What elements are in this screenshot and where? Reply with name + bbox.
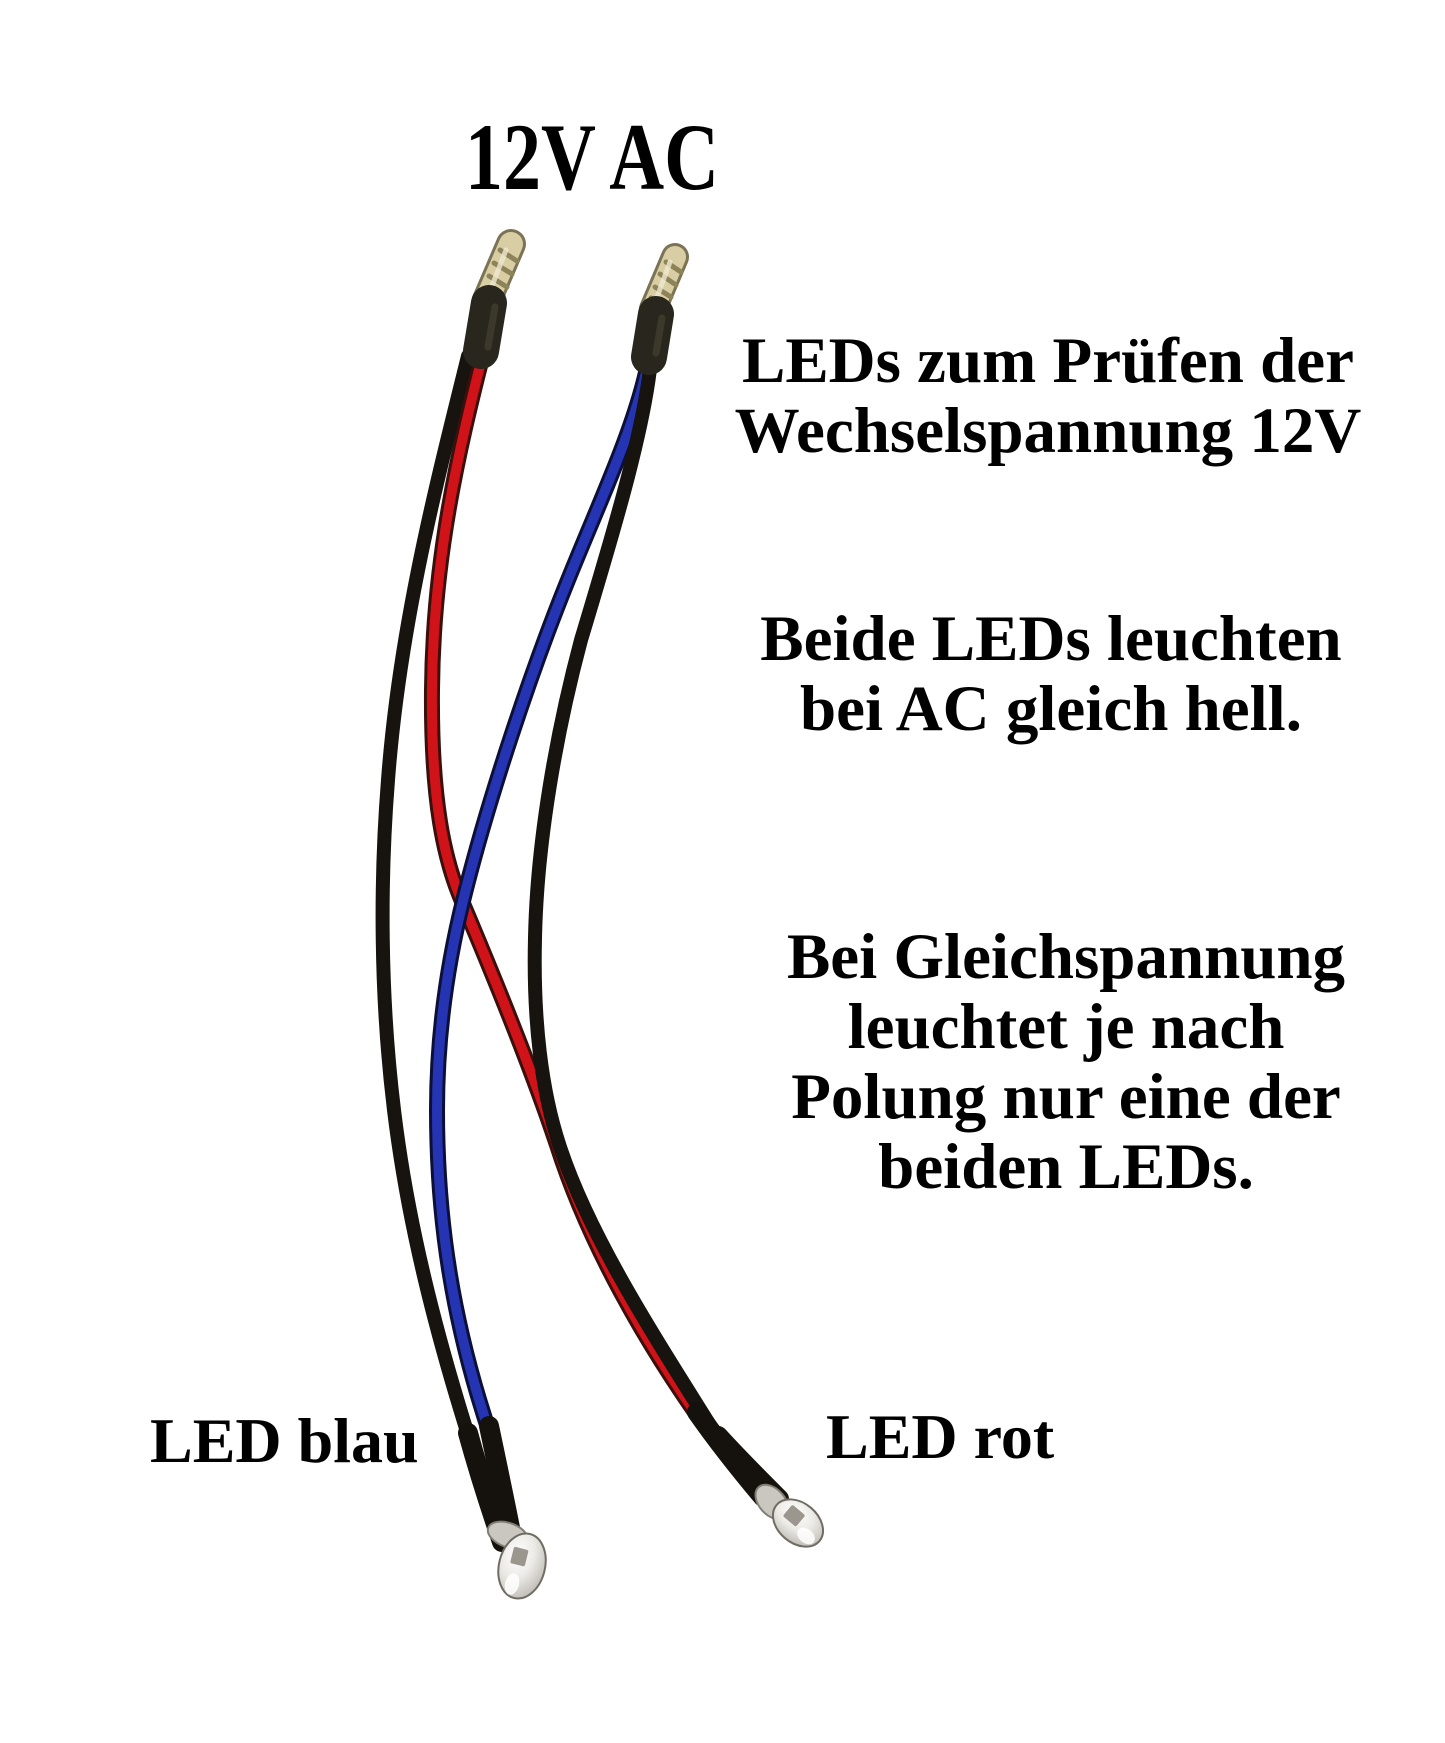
annotation-dc-behavior: Bei Gleichspannung leuchtet je nach Polu… [787,922,1345,1202]
annotation-line: LEDs zum Prüfen der [741,325,1355,397]
page-title: 12V AC [433,110,751,205]
wire-black-right [527,353,725,1445]
left-tip-highlight [487,247,509,294]
annotation-ac-behavior: Beide LEDs leuchten bei AC gleich hell. [760,604,1341,744]
annotation-line: bei AC gleich hell. [800,673,1302,745]
red-led-die [783,1505,805,1527]
annotation-line: Wechselspannung 12V [734,395,1362,467]
annotation-line: Beide LEDs leuchten [760,603,1342,675]
left-heat-shrink-sheen [484,303,499,351]
wire-blue [431,363,652,1442]
wire-black-left [375,349,484,1470]
title-text: 12V AC [464,104,720,210]
annotation-line: leuchtet je nach [847,991,1285,1063]
label-led-red: LED rot [826,1401,1055,1472]
annotation-line: Bei Gleichspannung [786,921,1346,993]
label-led-blue: LED blau [150,1405,419,1476]
right-heat-shrink [631,296,674,375]
right-heat-shrink-sheen [652,314,666,357]
red-led-glint [797,1527,815,1545]
right-tip-highlight [653,259,673,303]
blue-led-die [510,1546,529,1567]
annotation-line: beiden LEDs. [878,1131,1254,1203]
blue-led-glint [504,1573,520,1595]
left-heat-shrink [463,285,507,369]
annotation-line: Polung nur eine der [791,1061,1341,1133]
annotation-purpose: LEDs zum Prüfen der Wechselspannung 12V [735,326,1362,466]
